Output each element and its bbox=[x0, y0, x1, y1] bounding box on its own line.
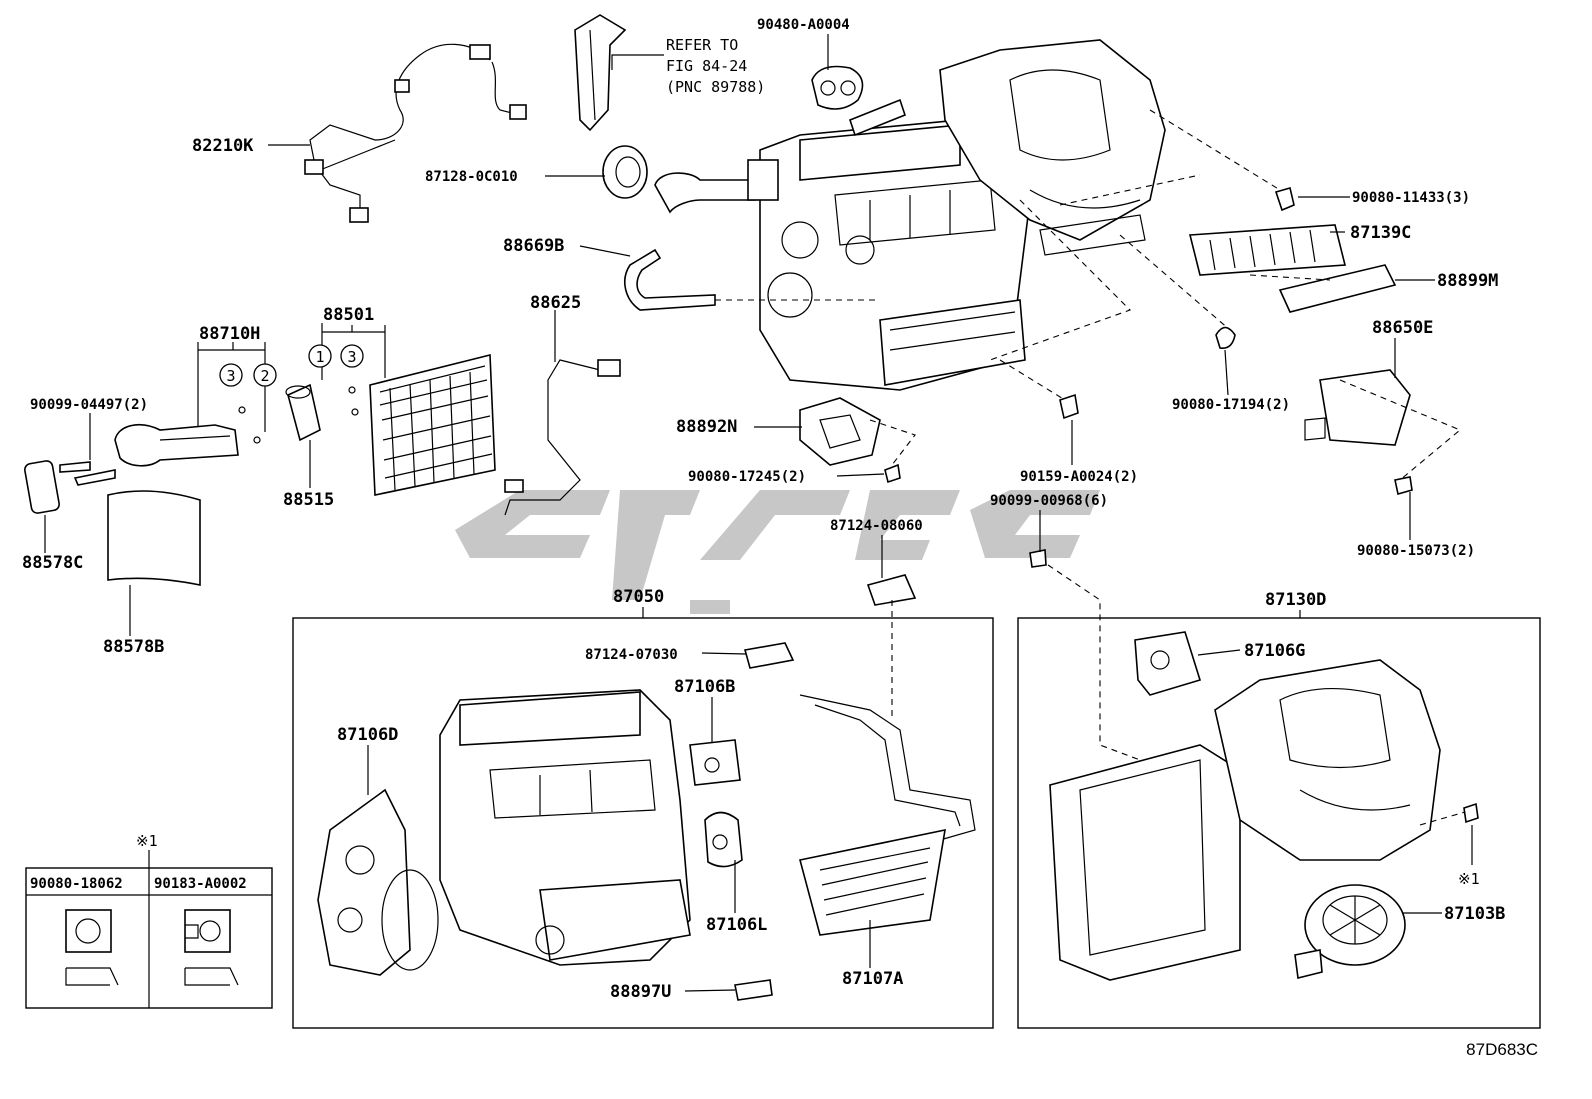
note-table-col2: 90183-A0002 bbox=[154, 876, 247, 892]
pipe-hose bbox=[654, 159, 779, 214]
label-88515: 88515 bbox=[283, 490, 334, 510]
label-87130d: 87130D bbox=[1265, 590, 1326, 610]
label-90099-00968: 90099-00968(6) bbox=[990, 493, 1108, 509]
label-88578b: 88578B bbox=[103, 637, 164, 657]
label-88578c: 88578C bbox=[22, 553, 83, 573]
label-88650e: 88650E bbox=[1372, 318, 1433, 338]
label-90480-a0004: 90480-A0004 bbox=[757, 17, 850, 33]
label-90080-17194: 90080-17194(2) bbox=[1172, 397, 1290, 413]
circle-number-3: 3 bbox=[226, 367, 235, 385]
label-88892n: 88892N bbox=[676, 417, 737, 437]
reference-note-line3: (PNC 89788) bbox=[666, 78, 765, 96]
note-mark-table: ※1 bbox=[136, 832, 158, 850]
clip-87124-08060 bbox=[866, 574, 917, 606]
watermark-logo bbox=[455, 490, 1100, 614]
evaporator-88501 bbox=[369, 353, 496, 496]
note-mark-part: ※1 bbox=[1458, 870, 1480, 888]
label-87050: 87050 bbox=[613, 587, 664, 607]
label-88669b: 88669B bbox=[503, 236, 564, 256]
circle-number-3: 3 bbox=[347, 348, 356, 366]
hose-88669b bbox=[624, 248, 716, 311]
label-87124-08060: 87124-08060 bbox=[830, 518, 923, 534]
note-table-col1: 90080-18062 bbox=[30, 876, 123, 892]
label-87106l: 87106L bbox=[706, 915, 767, 935]
label-88897u: 88897U bbox=[610, 982, 671, 1002]
label-90099-04497: 90099-04497(2) bbox=[30, 397, 148, 413]
blower-motor-87103b bbox=[1294, 884, 1406, 979]
reference-note-line1: REFER TO bbox=[666, 36, 738, 54]
label-87139c: 87139C bbox=[1350, 223, 1411, 243]
servo-87106l bbox=[704, 811, 743, 868]
circle-markers: 1 3 3 2 bbox=[219, 344, 364, 444]
servo-88892n bbox=[799, 397, 881, 466]
blower-case-87130d bbox=[1049, 659, 1441, 981]
label-88501: 88501 bbox=[323, 305, 374, 325]
group-box-87130d bbox=[1017, 617, 1541, 1029]
insulator-88578b bbox=[107, 490, 201, 586]
leader-lines bbox=[44, 34, 1473, 992]
label-87106b: 87106B bbox=[674, 677, 735, 697]
duct-piece bbox=[574, 14, 627, 132]
label-87103b: 87103B bbox=[1444, 904, 1505, 924]
label-87107a: 87107A bbox=[842, 969, 903, 989]
circle-number-2: 2 bbox=[260, 367, 269, 385]
pipe-88710h bbox=[114, 424, 239, 467]
note-table bbox=[25, 850, 273, 1009]
label-88899m: 88899M bbox=[1437, 271, 1498, 291]
sensor-harness-88625 bbox=[504, 359, 621, 516]
reference-note-line2: FIG 84-24 bbox=[666, 57, 747, 75]
grommet-90480 bbox=[811, 65, 864, 110]
expansion-valve-88515 bbox=[285, 383, 321, 442]
servo-87106g bbox=[1134, 631, 1202, 696]
circle-number-1: 1 bbox=[315, 348, 324, 366]
label-87106g: 87106G bbox=[1244, 641, 1305, 661]
label-88710h: 88710H bbox=[199, 324, 260, 344]
callout-labels: 82210K REFER TO FIG 84-24 (PNC 89788) 90… bbox=[22, 17, 1538, 1059]
label-90080-11433: 90080-11433(3) bbox=[1352, 190, 1470, 206]
bolts-90099-04497 bbox=[59, 461, 116, 486]
air-filter-87139c bbox=[1188, 224, 1347, 276]
clip-87124-07030 bbox=[743, 642, 795, 669]
wire-harness bbox=[304, 43, 527, 223]
servo-87106b bbox=[689, 739, 741, 786]
pad-88578c bbox=[24, 460, 60, 514]
label-90080-15073: 90080-15073(2) bbox=[1357, 543, 1475, 559]
label-82210k: 82210K bbox=[192, 136, 254, 156]
filter-cover-88899m bbox=[1278, 264, 1397, 313]
label-87106d: 87106D bbox=[337, 725, 398, 745]
fasteners bbox=[884, 187, 1479, 824]
label-90159-a0024: 90159-A0024(2) bbox=[1020, 469, 1138, 485]
bracket-88650e bbox=[1304, 369, 1411, 446]
servo-87106d bbox=[317, 788, 439, 976]
seal-87128 bbox=[602, 145, 648, 199]
diagram-code: 87D683C bbox=[1466, 1040, 1538, 1059]
label-87124-07030: 87124-07030 bbox=[585, 647, 678, 663]
heater-unit-assembly-top bbox=[759, 39, 1166, 391]
label-88625: 88625 bbox=[530, 293, 581, 313]
label-90080-17245: 90080-17245(2) bbox=[688, 469, 806, 485]
heater-core-87107a bbox=[799, 694, 976, 936]
label-87128-0c010: 87128-0C010 bbox=[425, 169, 518, 185]
heater-case-87050 bbox=[439, 689, 691, 966]
dashed-reference-lines bbox=[715, 109, 1466, 826]
sensor-88897u bbox=[734, 979, 773, 1001]
